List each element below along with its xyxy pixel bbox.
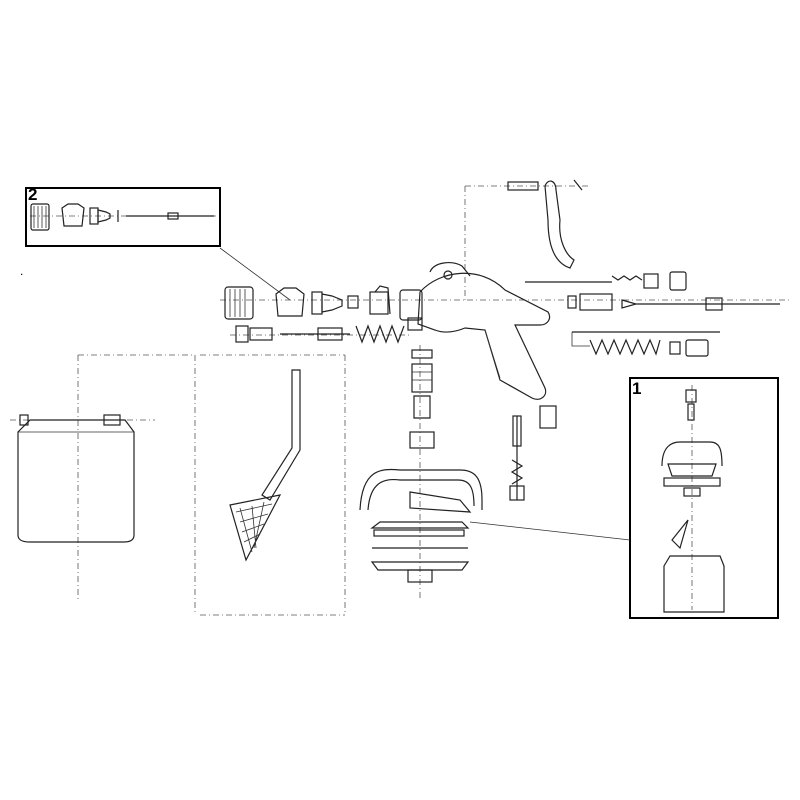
- strainer-tube: [229, 369, 301, 562]
- gun-body: [407, 262, 551, 400]
- cup-lid-assembly: [359, 468, 483, 583]
- trigger: [507, 179, 583, 269]
- inset-2-box: [25, 187, 221, 247]
- air-valve-row: [235, 324, 405, 344]
- stray-mark: .: [20, 264, 24, 278]
- needle-row: [525, 271, 780, 357]
- fluid-inlet-stack: [409, 349, 435, 449]
- air-cap-row: [224, 285, 423, 321]
- inset-1-label: 1: [632, 379, 642, 398]
- small-parts: [509, 405, 557, 501]
- inset-2-label: 2: [28, 185, 38, 204]
- paint-cup: [17, 414, 135, 543]
- inset-1-box: [629, 377, 779, 619]
